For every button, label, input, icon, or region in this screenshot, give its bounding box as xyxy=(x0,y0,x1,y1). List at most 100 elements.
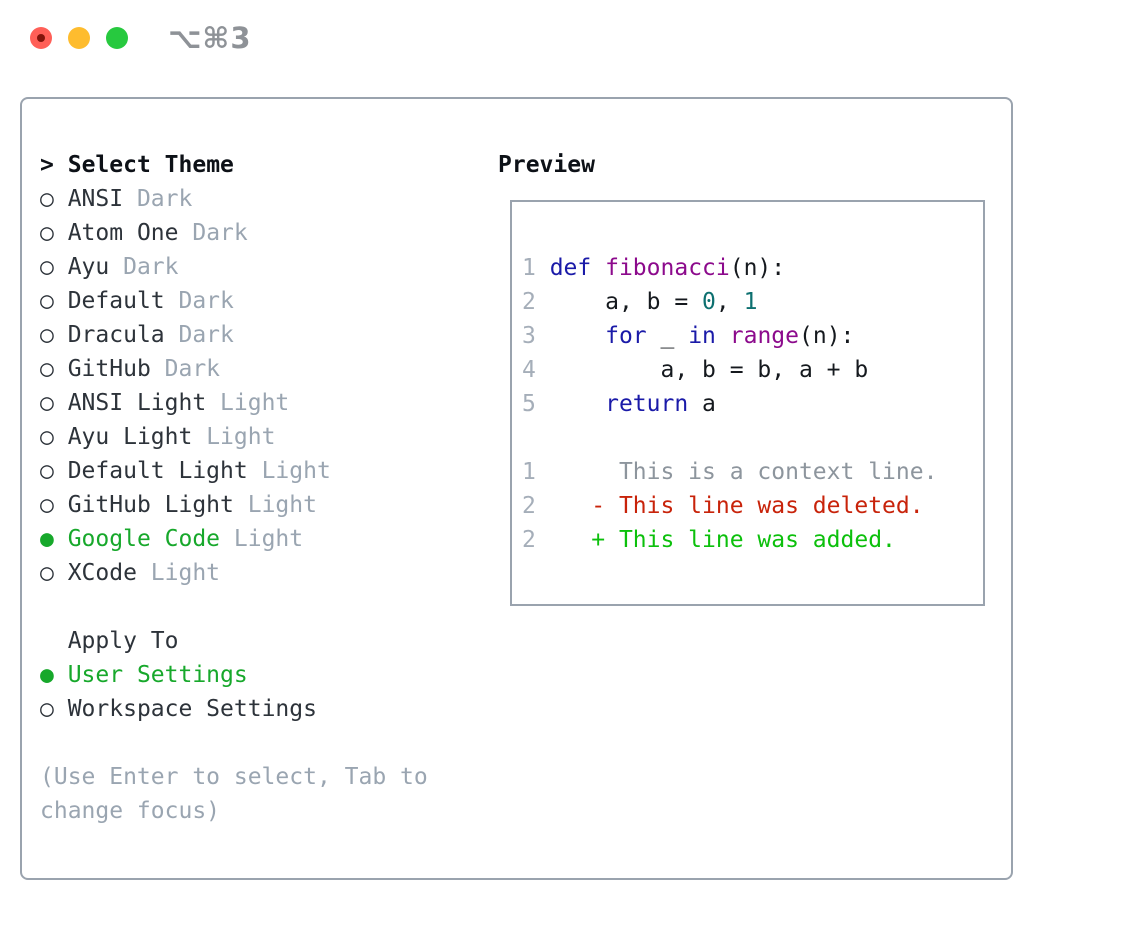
preview-diff-line-context: 1 This is a context line. xyxy=(522,455,983,489)
apply-option-workspace-settings[interactable]: ○ Workspace Settings xyxy=(40,692,428,726)
line-number: 1 xyxy=(522,255,550,281)
code-token: 0 xyxy=(702,289,716,315)
code-token: _ xyxy=(646,323,689,349)
apply-to-heading: Apply To xyxy=(67,628,179,654)
preview-code-line: 1 def fibonacci(n): xyxy=(522,251,983,285)
theme-item-xcode[interactable]: ○ XCode Light xyxy=(40,556,428,590)
theme-item-github-light[interactable]: ○ GitHub Light Light xyxy=(40,488,428,522)
theme-item-label: Default Light xyxy=(53,458,262,484)
theme-item-github[interactable]: ○ GitHub Dark xyxy=(40,352,428,386)
code-token: (n): xyxy=(729,255,786,281)
line-number: 5 xyxy=(522,391,550,417)
radio-unselected-icon: ○ xyxy=(40,356,54,382)
zoom-button[interactable] xyxy=(106,27,128,49)
apply-option-user-settings[interactable]: ● User Settings xyxy=(40,658,428,692)
theme-selector-column: > Select Theme ○ ANSI Dark○ Atom One Dar… xyxy=(40,148,428,828)
theme-variant-label: Light xyxy=(247,492,317,518)
theme-variant-label: Dark xyxy=(123,254,179,280)
theme-variant-label: Dark xyxy=(178,322,234,348)
theme-variant-label: Light xyxy=(150,560,221,586)
theme-item-ayu[interactable]: ○ Ayu Dark xyxy=(40,250,428,284)
line-number: 2 xyxy=(522,289,550,315)
theme-item-ansi[interactable]: ○ ANSI Dark xyxy=(40,182,428,216)
minimize-button[interactable] xyxy=(68,27,90,49)
help-text-line-1: (Use Enter to select, Tab to xyxy=(40,764,428,790)
code-token: range xyxy=(729,323,799,349)
theme-variant-label: Light xyxy=(261,458,331,484)
theme-item-label: Ayu xyxy=(53,254,124,280)
line-number: 1 xyxy=(522,459,550,485)
theme-variant-label: Dark xyxy=(136,186,193,212)
theme-item-label: Google Code xyxy=(53,526,234,552)
select-theme-heading: > Select Theme xyxy=(40,148,428,182)
radio-unselected-icon: ○ xyxy=(40,696,54,722)
radio-selected-icon: ● xyxy=(40,662,54,688)
theme-variant-label: Light xyxy=(206,424,276,450)
code-token: a xyxy=(688,391,716,417)
theme-item-label: XCode xyxy=(53,560,151,586)
radio-unselected-icon: ○ xyxy=(40,560,54,586)
code-token: fibonacci xyxy=(605,255,730,281)
theme-picker-panel: > Select Theme ○ ANSI Dark○ Atom One Dar… xyxy=(20,97,1013,880)
apply-option-label: Workspace Settings xyxy=(53,696,317,722)
apply-to-options: ● User Settings○ Workspace Settings xyxy=(40,658,428,726)
code-token: in xyxy=(688,323,716,349)
radio-unselected-icon: ○ xyxy=(40,288,54,314)
line-number: 3 xyxy=(522,323,550,349)
preview-diff-line-added: 2 + This line was added. xyxy=(522,523,983,557)
theme-item-label: Atom One xyxy=(53,220,193,246)
code-token: a, b = xyxy=(549,289,703,315)
help-text-line-2: change focus) xyxy=(40,798,221,824)
radio-unselected-icon: ○ xyxy=(40,390,54,416)
radio-unselected-icon: ○ xyxy=(40,254,54,280)
code-token: a, b = b, a + b xyxy=(549,357,869,383)
radio-unselected-icon: ○ xyxy=(40,424,54,450)
theme-item-label: Ayu Light xyxy=(53,424,207,450)
theme-item-atom-one[interactable]: ○ Atom One Dark xyxy=(40,216,428,250)
code-token: 1 xyxy=(743,289,758,315)
code-token: for xyxy=(605,323,647,349)
theme-item-label: Dracula xyxy=(53,322,179,348)
theme-item-label: GitHub xyxy=(53,356,165,382)
theme-item-ansi-light[interactable]: ○ ANSI Light Light xyxy=(40,386,428,420)
code-token xyxy=(550,323,605,349)
preview-code-line: 5 return a xyxy=(522,387,983,421)
preview-code-line: 2 a, b = 0, 1 xyxy=(522,285,983,319)
theme-variant-label: Dark xyxy=(178,288,234,314)
theme-item-google-code[interactable]: ● Google Code Light xyxy=(40,522,428,556)
select-theme-heading-label: Select Theme xyxy=(67,152,234,178)
theme-item-label: ANSI xyxy=(53,186,137,212)
theme-item-default[interactable]: ○ Default Dark xyxy=(40,284,428,318)
line-number: 4 xyxy=(522,357,550,383)
diff-text: - This line was deleted. xyxy=(549,493,924,519)
radio-unselected-icon: ○ xyxy=(40,186,54,212)
radio-selected-icon: ● xyxy=(40,526,54,552)
code-token: , xyxy=(715,289,744,315)
theme-item-default-light[interactable]: ○ Default Light Light xyxy=(40,454,428,488)
code-token: def xyxy=(549,255,592,281)
radio-unselected-icon: ○ xyxy=(40,220,54,246)
spacer xyxy=(522,421,983,455)
theme-list: ○ ANSI Dark○ Atom One Dark○ Ayu Dark○ De… xyxy=(40,182,428,590)
theme-variant-label: Dark xyxy=(192,220,248,246)
code-token: (n): xyxy=(799,323,855,349)
line-number: 2 xyxy=(522,527,550,553)
spacer xyxy=(40,726,428,760)
theme-variant-label: Dark xyxy=(164,356,221,382)
record-dot-icon xyxy=(37,34,45,42)
code-token xyxy=(550,391,605,417)
preview-code-line: 3 for _ in range(n): xyxy=(522,319,983,353)
preview-heading: Preview xyxy=(498,152,595,178)
focus-prompt-icon: > xyxy=(40,152,54,178)
theme-item-dracula[interactable]: ○ Dracula Dark xyxy=(40,318,428,352)
theme-item-ayu-light[interactable]: ○ Ayu Light Light xyxy=(40,420,428,454)
line-number: 2 xyxy=(522,493,550,519)
close-button[interactable] xyxy=(30,27,52,49)
radio-unselected-icon: ○ xyxy=(40,492,54,518)
code-token xyxy=(591,255,605,281)
window-title: ⌥⌘3 xyxy=(168,21,252,55)
diff-text: + This line was added. xyxy=(549,527,896,553)
theme-item-label: Default xyxy=(53,288,179,314)
